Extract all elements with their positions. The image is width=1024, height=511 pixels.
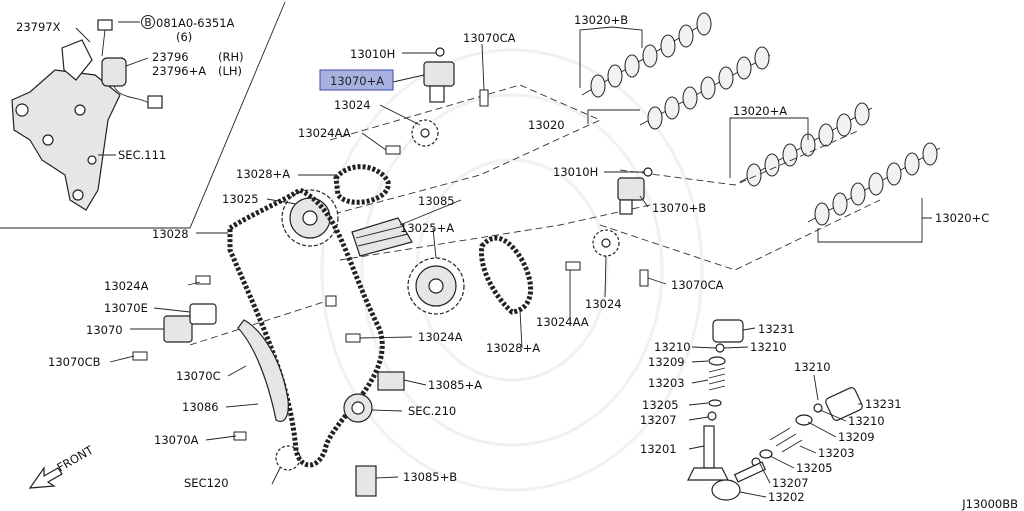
label-sec210[interactable]: SEC.210 [408, 404, 456, 418]
label-13209-left[interactable]: 13209 [648, 355, 685, 369]
label-13025[interactable]: 13025 [222, 192, 259, 206]
label-13020a[interactable]: 13020+A [733, 104, 787, 118]
label-13024-bottom[interactable]: 13024 [585, 297, 622, 311]
label-13028a-top[interactable]: 13028+A [236, 167, 290, 181]
label-13024aa-bottom[interactable]: 13024AA [536, 315, 589, 329]
label-13070b[interactable]: 13070+B [652, 201, 706, 215]
label-13210-c[interactable]: 13210 [794, 360, 831, 374]
label-13231-right[interactable]: 13231 [865, 397, 902, 411]
label-13210-b[interactable]: 13210 [750, 340, 787, 354]
label-13231-left[interactable]: 13231 [758, 322, 795, 336]
label-13070a-lower[interactable]: 13070A [154, 433, 199, 447]
label-13024a-left[interactable]: 13024A [104, 279, 149, 293]
label-13210-a[interactable]: 13210 [654, 340, 691, 354]
cam-sensor [101, 57, 127, 87]
label-13085b[interactable]: 13085+B [403, 470, 457, 484]
alignment-dashes [189, 84, 881, 346]
label-sec111[interactable]: SEC.111 [118, 148, 166, 162]
solenoid-13070a [423, 47, 455, 103]
label-13024-top[interactable]: 13024 [334, 98, 371, 112]
label-13085[interactable]: 13085 [418, 194, 455, 208]
label-13203-right[interactable]: 13203 [818, 446, 855, 460]
guide-13085a [377, 371, 405, 391]
label-13205-left[interactable]: 13205 [642, 398, 679, 412]
label-081a0-6351a[interactable]: 081A0-6351A [156, 16, 235, 30]
label-front: FRONT [55, 442, 97, 474]
label-13086[interactable]: 13086 [182, 400, 219, 414]
highlight-box-13070a [319, 69, 394, 91]
front-arrow-icon [28, 466, 63, 489]
slack-guide-13070c [237, 319, 289, 422]
label-13070[interactable]: 13070 [86, 323, 123, 337]
label-23797x[interactable]: 23797X [16, 20, 61, 34]
label-23796-rh: (RH) [218, 50, 244, 64]
label-13210-d[interactable]: 13210 [848, 414, 885, 428]
label-13010h-right[interactable]: 13010H [553, 165, 598, 179]
label-13070ca-bottom[interactable]: 13070CA [671, 278, 724, 292]
tensioner-13070 [163, 303, 217, 343]
label-23796[interactable]: 23796 [152, 50, 189, 64]
background-watermark [320, 48, 704, 492]
circled-b-icon: B [141, 15, 155, 29]
label-13201[interactable]: 13201 [640, 442, 677, 456]
sprocket-13024-bottom [592, 229, 620, 257]
label-13024a-mid[interactable]: 13024A [418, 330, 463, 344]
label-13025a[interactable]: 13025+A [400, 221, 454, 235]
label-13028a-bottom[interactable]: 13028+A [486, 341, 540, 355]
label-13207-right[interactable]: 13207 [772, 476, 809, 490]
label-sec120[interactable]: SEC120 [184, 476, 229, 490]
circled-b-letter: B [144, 17, 151, 29]
label-13205-right[interactable]: 13205 [796, 461, 833, 475]
part-labels: 23797X 081A0-6351A (6) 23796 (RH) 23796+… [16, 13, 1018, 511]
label-13020[interactable]: 13020 [528, 118, 565, 132]
leader-lines [109, 26, 932, 498]
label-13085a[interactable]: 13085+A [428, 378, 482, 392]
label-13070a-highlighted[interactable]: 13070+A [330, 74, 384, 88]
solenoid-13070b [617, 167, 653, 215]
label-23796a[interactable]: 23796+A [152, 64, 206, 78]
secondary-chain-13028a-top [333, 164, 391, 205]
label-13024aa-top[interactable]: 13024AA [298, 126, 351, 140]
front-cover-plate [11, 69, 121, 211]
secondary-chain-13028a-bottom [479, 235, 534, 315]
label-13020b[interactable]: 13020+B [574, 13, 628, 27]
label-13209-right[interactable]: 13209 [838, 430, 875, 444]
camshaft-13020c [807, 142, 941, 226]
chain-guide-13085 [351, 217, 413, 257]
label-13010h-top[interactable]: 13010H [350, 47, 395, 61]
label-13202[interactable]: 13202 [768, 490, 805, 504]
label-23796a-lh: (LH) [218, 64, 242, 78]
label-13070c[interactable]: 13070C [176, 369, 221, 383]
sprocket-13025a [407, 257, 465, 315]
bracket [61, 39, 93, 81]
camshaft-13020b [581, 12, 712, 98]
label-13020c[interactable]: 13020+C [935, 211, 989, 225]
camshaft-13020 [639, 46, 771, 130]
sprocket-13024-top [411, 119, 439, 147]
label-081a0-qty: (6) [176, 30, 192, 44]
label-13028[interactable]: 13028 [152, 227, 189, 241]
label-13070ca-top[interactable]: 13070CA [463, 31, 516, 45]
diagram-reference-code: J13000BB [961, 497, 1018, 511]
guide-13085b [355, 465, 377, 497]
inset-panel [0, 1, 286, 229]
valve-train-right [711, 387, 863, 501]
label-13207-left[interactable]: 13207 [640, 413, 677, 427]
label-13203-left[interactable]: 13203 [648, 376, 685, 390]
valve-train-left [687, 319, 744, 481]
label-13070cb[interactable]: 13070CB [48, 355, 101, 369]
idler-sec210 [343, 393, 373, 423]
label-13070e[interactable]: 13070E [104, 301, 148, 315]
